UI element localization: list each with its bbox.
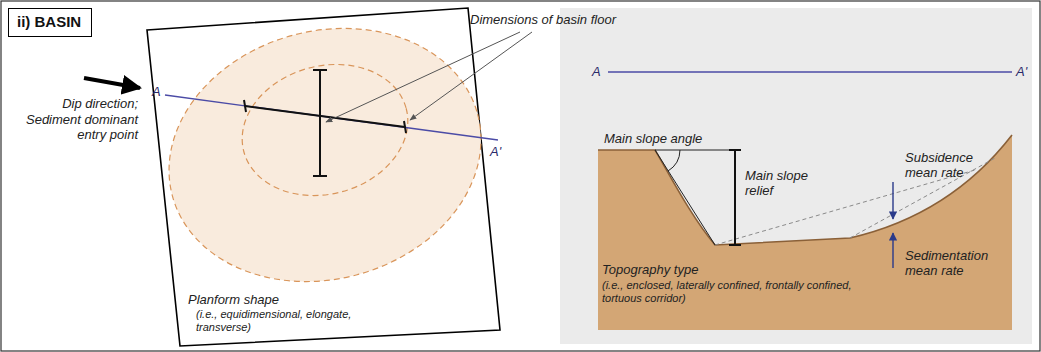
subsidence-label: Subsidence mean rate (905, 150, 991, 180)
topography-note: (i.e., enclosed, laterally confined, fro… (602, 279, 892, 305)
planform-note: (i.e., equidimensional, elongate, transv… (196, 308, 401, 334)
basin-floor-outline (227, 46, 422, 213)
callout-label: Dimensions of basin floor (470, 12, 616, 27)
section-end-label: A' (490, 144, 501, 159)
section-end-label: A (152, 84, 161, 99)
dimension-tick (244, 100, 246, 112)
dimension-tick (404, 121, 406, 133)
dimension-tick (313, 175, 327, 177)
section-end-label: A (592, 64, 601, 79)
basin-outline (140, 0, 509, 316)
slope-relief-label: Main slope relief (745, 168, 823, 198)
planform-label: Planform shape (188, 292, 279, 307)
leader-line (410, 32, 532, 120)
sedimentation-arrow (892, 233, 893, 268)
section-panel (560, 8, 1032, 344)
dip-label: Dip direction; (20, 96, 138, 111)
basin-surface (598, 135, 1012, 245)
slope-reference (655, 150, 735, 151)
angle-arc (668, 150, 680, 171)
dimension-bar (319, 70, 321, 176)
section-line (608, 71, 1012, 72)
basin-fill (598, 135, 1012, 330)
title-box: ii) BASIN (8, 8, 92, 37)
section-line (165, 95, 498, 140)
dimension-tick (313, 69, 327, 71)
sedimentation-label: Sedimentation mean rate (905, 248, 1005, 278)
section-end-label: A' (1016, 64, 1027, 79)
topography-label: Topography type (602, 262, 698, 277)
subsidence-arrow (892, 182, 893, 219)
dip-label: Sediment dominant entry point (0, 112, 138, 142)
panel-title: ii) BASIN (9, 9, 91, 35)
dip-arrow (84, 78, 140, 88)
relief-bar (734, 150, 736, 245)
relief-tick (729, 244, 741, 246)
leader-line (326, 32, 520, 122)
slope-angle-label: Main slope angle (604, 131, 702, 146)
dimension-bar (245, 106, 405, 127)
slope-chord (655, 150, 715, 245)
relief-tick (729, 149, 741, 151)
